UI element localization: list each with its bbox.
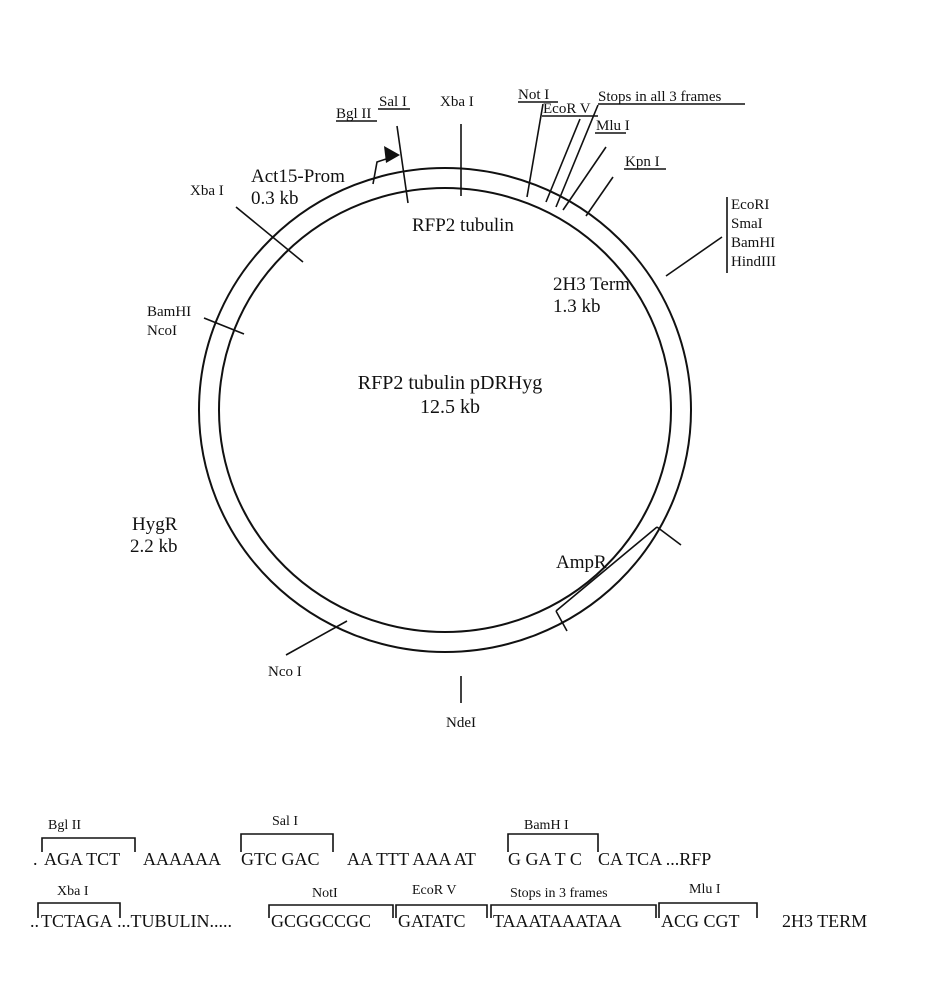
site-ncoi-bottom: Nco I — [268, 664, 302, 680]
site-noti: Not I — [518, 87, 549, 103]
seq1-bamhi-site: G GA T C — [508, 849, 582, 869]
seq1-spacer: AAAAAA — [143, 849, 221, 869]
site-sali: Sal I — [379, 94, 407, 110]
seq2-xbai-site: TCTAGA — [41, 911, 113, 931]
plasmid-name: RFP2 tubulin pDRHyg — [358, 372, 542, 394]
terminator-label: 2H3 Term — [553, 274, 630, 295]
site-bamhi-left: BamHI — [147, 304, 191, 320]
seq2-ecorv-site: GATATC — [398, 911, 466, 931]
seq2-stops: TAAATAAATAA — [493, 911, 622, 931]
site-mlui: Mlu I — [596, 118, 630, 134]
seq2-mlui-site: ACG CGT — [661, 911, 740, 931]
seq1-linker: AA TTT AAA AT — [347, 849, 476, 869]
bracket-mlui — [658, 902, 758, 918]
sequence-row-1: Bgl II Sal I BamH I . AGA TCT AAAAAA GTC… — [33, 814, 711, 869]
bracket-ecorv — [395, 904, 488, 918]
site-bglii: Bgl II — [336, 106, 371, 122]
site-ecorv: EcoR V — [543, 101, 591, 117]
bracket-xbai — [37, 902, 121, 918]
seq2-tubulin: ...TUBULIN..... — [117, 911, 232, 931]
bracket-label-bamhi: BamH I — [524, 818, 569, 833]
promoter-arrow — [372, 154, 399, 185]
site-ndei: NdeI — [446, 715, 476, 731]
site-stops: Stops in all 3 frames — [598, 89, 721, 105]
terminator-size: 1.3 kb — [553, 296, 601, 317]
label-underlines — [336, 101, 745, 170]
plasmid-ring-inner — [218, 187, 672, 633]
promoter-arrowhead-icon — [384, 146, 400, 163]
sequence-row-2: Xba I NotI EcoR V Stops in 3 frames Mlu … — [30, 882, 867, 931]
seq1-rfp: CA TCA ...RFP — [598, 849, 711, 869]
bracket-label-bglii: Bgl II — [48, 818, 81, 833]
bracket-bglii — [41, 837, 136, 852]
seq2-terminator: 2H3 TERM — [782, 911, 867, 931]
plasmid-size: 12.5 kb — [420, 396, 480, 418]
ampr-label: AmpR — [556, 552, 607, 573]
bracket-bamhi — [507, 833, 599, 852]
seq2-prefix: .. — [30, 911, 39, 931]
insert-label: RFP2 tubulin — [412, 215, 514, 236]
bracket-stops — [490, 904, 657, 918]
seq1-prefix: . — [33, 849, 38, 869]
site-xbai-left: Xba I — [190, 183, 224, 199]
bracket-label-sali: Sal I — [272, 814, 298, 829]
site-xbai-top: Xba I — [440, 94, 474, 110]
bracket-label-xbai: Xba I — [57, 884, 89, 899]
site-kpni: Kpn I — [625, 154, 660, 170]
site-mcs-bamhi: BamHI — [731, 235, 775, 251]
bracket-label-ecorv: EcoR V — [412, 883, 456, 898]
bracket-noti — [268, 904, 394, 918]
plasmid-ring-outer — [198, 167, 692, 653]
site-ticks — [203, 103, 723, 703]
promoter-label: Act15-Prom — [251, 166, 345, 187]
seq1-bglii-site: AGA TCT — [44, 849, 120, 869]
bracket-sali — [240, 833, 334, 852]
bracket-label-stops: Stops in 3 frames — [510, 886, 608, 901]
site-mcs-smai: SmaI — [731, 216, 763, 232]
seq2-noti-site: GCGGCCGC — [271, 911, 371, 931]
seq1-sali-site: GTC GAC — [241, 849, 320, 869]
bracket-label-noti: NotI — [312, 886, 338, 901]
ampr-arc-marker — [555, 526, 682, 632]
promoter-size: 0.3 kb — [251, 188, 299, 209]
site-mcs-ecori: EcoRI — [731, 197, 769, 213]
site-ncoi-left: NcoI — [147, 323, 177, 339]
hygr-size: 2.2 kb — [130, 536, 178, 557]
site-mcs-hindiii: HindIII — [731, 254, 776, 270]
bracket-label-mlui: Mlu I — [689, 882, 721, 897]
hygr-label: HygR — [132, 514, 178, 535]
